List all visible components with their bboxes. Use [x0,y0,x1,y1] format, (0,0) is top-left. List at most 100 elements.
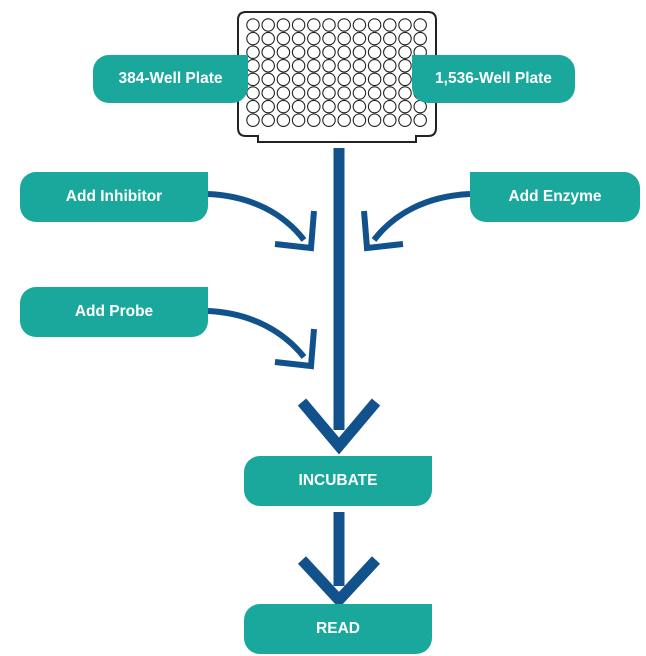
plate-well [413,31,427,46]
plate-well [261,31,275,46]
plate-well [307,86,321,100]
plate-well [413,18,427,32]
plate-well [367,72,382,87]
read-label: READ [244,604,432,654]
plate-well [261,45,275,59]
plate-well [291,31,306,46]
plate-well [322,72,336,87]
plate-well [307,59,321,73]
plate-well [307,18,321,32]
plate-well [246,18,260,32]
plate-well [398,86,412,100]
plate-well [261,59,275,73]
plate-well [337,31,351,46]
plate-well [352,31,367,46]
plate-well [276,113,291,127]
enzyme-curve-arrow [371,191,471,242]
plate-well [398,99,412,114]
plate-1536-label: 1,536-Well Plate [412,55,575,103]
add-inhibitor-label: Add Inhibitor [20,172,208,222]
plate-well [291,18,306,32]
plate-well [383,99,397,114]
enzyme-arrowhead [361,210,404,252]
plate-well [367,31,382,46]
plate-well [383,113,397,127]
plate-384-label: 384-Well Plate [93,55,248,103]
plate-well [261,99,275,114]
plate-well [337,18,351,32]
plate-well [398,18,412,32]
plate-well [398,59,412,73]
plate-well [246,99,260,114]
plate-well [291,113,306,127]
plate-well [352,86,367,100]
plate-well [383,72,397,87]
plate-well [398,31,412,46]
plate-well [291,99,306,114]
plate-well [246,31,260,46]
plate-well [322,45,336,59]
plate-well [322,113,336,127]
plate-well [352,99,367,114]
plate-well [352,45,367,59]
plate-well [398,113,412,127]
plate-well [307,45,321,59]
probe-arrowhead [274,328,317,370]
plate-well [261,86,275,100]
plate-well [352,72,367,87]
plate-well [383,18,397,32]
plate-well [276,86,291,100]
probe-curve-arrow [207,308,307,359]
plate-well [337,99,351,114]
incubate-label: INCUBATE [244,456,432,506]
plate-well [322,31,336,46]
plate-well [246,45,260,59]
plate-well [383,45,397,59]
plate-outline [237,11,437,143]
plate-well [291,59,306,73]
plate-well [352,113,367,127]
plate-well [322,59,336,73]
plate-well [337,59,351,73]
plate-well [307,113,321,127]
inhibitor-arrowhead [274,210,317,252]
plate-well [307,31,321,46]
plate-well [367,86,382,100]
plate-well [322,86,336,100]
incubate-to-read-arrowhead [297,556,381,609]
plate-well [291,45,306,59]
add-probe-label: Add Probe [20,287,208,337]
plate-well [261,72,275,87]
plate-well [276,72,291,87]
microplate-icon [237,11,437,143]
plate-well [352,59,367,73]
plate-well [276,59,291,73]
plate-well [367,59,382,73]
add-enzyme-label: Add Enzyme [470,172,640,222]
plate-well [307,99,321,114]
inhibitor-curve-arrow [207,191,307,242]
plate-well [291,86,306,100]
plate-well [367,18,382,32]
plate-well [337,86,351,100]
plate-well [337,72,351,87]
plate-well [367,113,382,127]
plate-well [337,113,351,127]
plate-well [276,18,291,32]
plate-well [307,72,321,87]
plate-well [383,59,397,73]
plate-well [413,113,427,127]
plate-well [261,18,275,32]
plate-well [337,45,351,59]
plate-well [383,31,397,46]
plate-well [276,31,291,46]
plate-well [276,45,291,59]
plate-well [322,99,336,114]
plate-well [398,72,412,87]
plate-well [398,45,412,59]
plate-well [367,99,382,114]
plate-well [352,18,367,32]
plate-well [383,86,397,100]
